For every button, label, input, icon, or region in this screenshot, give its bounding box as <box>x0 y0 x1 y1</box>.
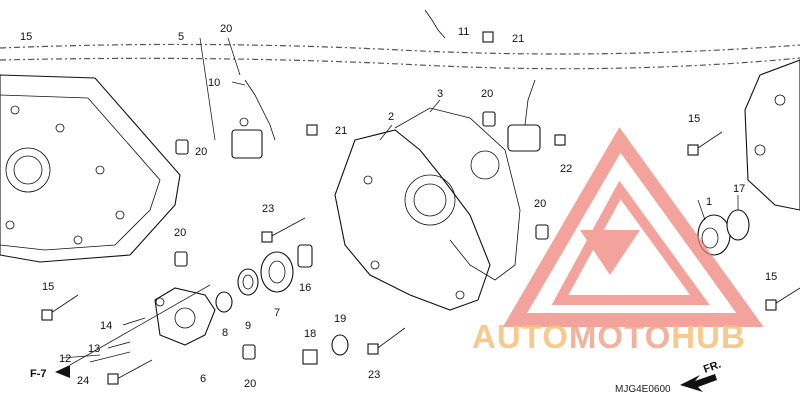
callout-15c: 15 <box>42 281 54 293</box>
callout-15b: 15 <box>688 113 700 125</box>
dowel-20b <box>482 111 496 127</box>
bolt-15b <box>687 131 723 156</box>
callout-6: 6 <box>200 373 206 385</box>
callout-8: 8 <box>222 327 228 339</box>
callout-20a: 20 <box>220 23 232 35</box>
callout-21a: 21 <box>512 33 524 45</box>
part-17-oring <box>726 209 750 241</box>
dowel-20f <box>242 344 256 360</box>
callout-7: 7 <box>274 307 280 319</box>
callout-12: 12 <box>59 353 71 365</box>
bolt-24 <box>107 359 153 385</box>
callout-9: 9 <box>245 320 251 332</box>
bolt-23b <box>367 327 406 355</box>
callout-16: 16 <box>299 282 311 294</box>
dowel-20a <box>175 139 189 155</box>
part-6-bracket <box>154 287 216 346</box>
dowel-20d <box>174 251 188 267</box>
right-engine-cover <box>744 59 800 211</box>
wm-moto: MOTO <box>569 318 671 355</box>
watermark-logo <box>502 127 764 327</box>
callouts: 15 5 20 11 21 10 2 3 20 21 20 22 15 1 17… <box>20 23 777 390</box>
part-13-fitting <box>107 341 131 349</box>
watermark-text: AUTOMOTOHUB <box>472 318 746 355</box>
wm-hub: HUB <box>671 318 746 355</box>
part-3-gasket <box>394 107 521 281</box>
callout-23a: 23 <box>262 203 274 215</box>
callout-18: 18 <box>304 328 316 340</box>
part-11-cable <box>424 9 446 39</box>
callout-21b: 21 <box>335 125 347 137</box>
fr-label: FR. <box>702 358 723 375</box>
part-16-plug <box>297 244 313 268</box>
bolt-21a <box>482 31 494 43</box>
f7-label: F-7 <box>30 368 47 380</box>
callout-20d: 20 <box>534 198 546 210</box>
part-2-cover <box>334 129 491 311</box>
callout-13: 13 <box>88 343 100 355</box>
callout-10: 10 <box>208 77 220 89</box>
callout-20b: 20 <box>481 88 493 100</box>
engine-outline-band <box>0 43 800 70</box>
callout-11: 11 <box>458 26 469 38</box>
callout-20f: 20 <box>244 378 256 390</box>
part-8-oring <box>215 291 233 313</box>
callout-2: 2 <box>388 111 394 123</box>
left-engine-cover <box>0 74 181 263</box>
front-direction-arrow: FR. <box>680 358 723 392</box>
callout-14: 14 <box>100 320 112 332</box>
callout-24: 24 <box>77 375 89 387</box>
part-22-sensor <box>507 79 541 152</box>
bolt-18 <box>302 349 318 365</box>
callout-5: 5 <box>178 31 184 43</box>
bolt-15c <box>41 294 79 321</box>
bolt-22 <box>554 134 566 146</box>
f7-reference-arrow: F-7 <box>30 365 70 380</box>
callout-20e: 20 <box>174 227 186 239</box>
part-10-sensor <box>231 79 276 159</box>
callout-1: 1 <box>706 196 712 208</box>
callout-23b: 23 <box>368 369 380 381</box>
diagram-code: MJG4E0600 <box>615 384 671 395</box>
bolt-21b <box>306 124 318 136</box>
part-12-hose <box>89 351 131 363</box>
callout-15a: 15 <box>20 31 32 43</box>
dowel-20c <box>535 224 549 240</box>
callout-19: 19 <box>334 313 346 325</box>
wm-auto: AUTO <box>472 318 569 355</box>
callout-3: 3 <box>437 88 443 100</box>
part-14-bolt <box>122 317 146 326</box>
callout-22: 22 <box>560 163 572 175</box>
callout-20c: 20 <box>195 146 207 158</box>
washer-19 <box>331 334 349 356</box>
bolt-23a <box>261 217 306 243</box>
callout-15d: 15 <box>765 271 777 283</box>
part-9-washer <box>237 268 259 296</box>
svg-text:AUTOMOTOHUB: AUTOMOTOHUB <box>472 318 746 355</box>
leader-lines <box>61 37 739 366</box>
bolt-15d <box>765 287 800 311</box>
callout-17: 17 <box>733 183 745 195</box>
part-7-seal <box>260 251 294 293</box>
